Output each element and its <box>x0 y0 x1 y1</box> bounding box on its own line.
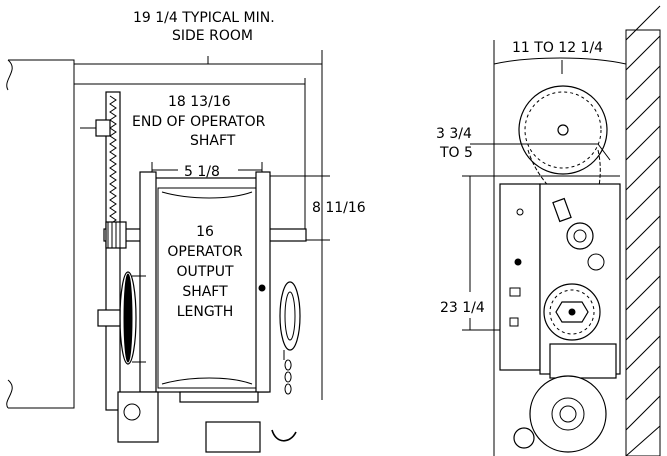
cover-screw <box>516 208 524 216</box>
housing-flange-right <box>255 171 271 393</box>
left-view: 19 1/4 TYPICAL MIN. SIDE ROOM 18 13/16 E… <box>6 10 366 453</box>
main-gear-teeth <box>549 289 595 335</box>
operator-frame <box>539 183 621 375</box>
offset-label-1: 3 3/4 <box>436 126 472 142</box>
housing-top-curve <box>161 191 253 199</box>
housing-bottom-curve <box>161 377 253 385</box>
shaft-end-label-2: END OF OPERATOR <box>132 114 266 130</box>
operator-sprocket-hub <box>573 229 587 243</box>
limit-switch <box>552 197 572 223</box>
shaft-collar <box>95 119 111 137</box>
clearance-dimension-line <box>493 57 627 65</box>
cover-switch-1 <box>509 287 521 297</box>
output-shaft-label-5: LENGTH <box>177 304 234 320</box>
control-box <box>205 421 261 453</box>
shaft-end-label-1: 18 13/16 <box>168 94 231 110</box>
housing-bolt <box>258 284 266 292</box>
output-shaft-label-3: OUTPUT <box>176 264 234 280</box>
housing-flange-left <box>139 171 157 393</box>
right-view: 11 TO 12 1/4 3 3/4 TO 5 23 1/4 <box>436 5 661 456</box>
output-shaft-label-1: 16 <box>196 224 214 240</box>
pulley-hub <box>97 309 121 327</box>
wall-outline <box>8 59 75 409</box>
brake-disc <box>587 253 605 271</box>
wall-break-bottom <box>6 379 13 409</box>
drive-pulley-rim <box>123 273 133 363</box>
output-shaft-label-2: OPERATOR <box>167 244 243 260</box>
housing-base <box>179 391 259 403</box>
operator-housing <box>145 177 269 393</box>
wall-break-top <box>6 59 13 91</box>
cover-switch-2 <box>509 317 519 327</box>
clearance-label: 11 TO 12 1/4 <box>512 40 603 56</box>
main-gear-center <box>568 308 576 316</box>
cover-bolt-1 <box>514 258 522 266</box>
track-chain <box>109 95 117 225</box>
operator-side-cover <box>499 183 541 371</box>
drum-wheel-hub <box>557 124 569 136</box>
offset-leader-arrow <box>597 143 611 161</box>
capacitor <box>513 427 535 449</box>
output-shaft-label-4: SHAFT <box>182 284 228 300</box>
lower-hook <box>271 429 297 442</box>
side-room-label-1: 19 1/4 TYPICAL MIN. <box>133 10 275 26</box>
right-wall <box>625 29 661 456</box>
operator-sprocket <box>566 222 594 250</box>
chain-pulley-inner <box>284 291 296 341</box>
motor <box>529 375 607 453</box>
housing-inner-frame <box>157 187 257 389</box>
door-track <box>105 91 121 411</box>
hand-chain <box>283 350 292 395</box>
motor-shaft-ring <box>551 397 585 431</box>
lower-gear <box>123 403 141 421</box>
shaft-end-label-3: SHAFT <box>190 133 236 149</box>
shaft-offset-label: 8 11/16 <box>312 200 366 216</box>
chain-pulley <box>279 281 301 351</box>
sprocket-teeth <box>107 222 121 248</box>
wall-hatching <box>625 5 661 456</box>
side-room-label-2: SIDE ROOM <box>172 28 253 44</box>
offset-label-2: TO 5 <box>439 145 473 161</box>
housing-width-label: 5 1/8 <box>184 164 220 180</box>
height-label: 23 1/4 <box>440 300 485 316</box>
motor-mount <box>549 343 617 379</box>
motor-shaft <box>559 405 577 423</box>
drum-wheel-teeth <box>524 91 602 169</box>
